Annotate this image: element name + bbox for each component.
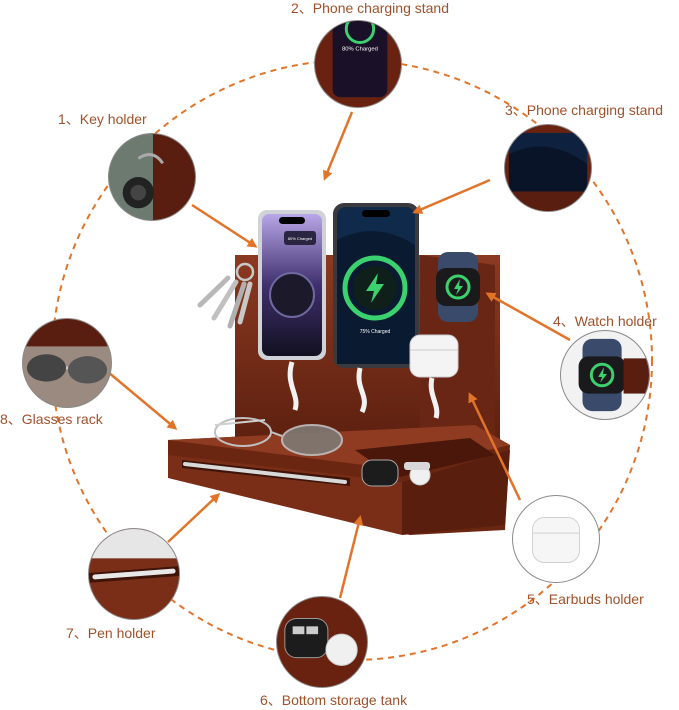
earbuds-case <box>409 334 459 378</box>
car-key <box>361 459 431 487</box>
inset-phone-stand-2: 80% Charged <box>314 20 402 108</box>
label-storage-tank: 6、Bottom storage tank <box>260 692 408 708</box>
lightning-bolt-icon <box>366 273 384 303</box>
arrow-watch-holder <box>485 292 571 342</box>
glasses <box>214 417 343 456</box>
pen <box>183 462 347 484</box>
inset-key-holder <box>108 133 196 221</box>
arrow-phone-stand-2 <box>323 111 354 181</box>
inset-charge-text: 80% Charged <box>342 46 378 52</box>
cable-right <box>428 377 440 419</box>
arrow-glasses-rack <box>107 371 178 430</box>
label-pen-holder: 7、Pen holder <box>66 625 156 641</box>
watch <box>436 252 480 322</box>
keys <box>197 262 255 329</box>
tray-right-face <box>402 450 510 535</box>
label-phone-stand-2: 2、Phone charging stand <box>291 0 449 16</box>
inset-earbuds-holder <box>512 495 600 583</box>
callout-arrows <box>107 111 571 599</box>
label-phone-stand-3: 3、Phone charging stand <box>505 102 663 118</box>
cable-left <box>287 361 299 411</box>
watch-charge-icon <box>598 367 607 383</box>
inset-glasses-rack <box>22 318 112 408</box>
label-earbuds-holder: 5、Earbuds holder <box>527 591 644 607</box>
left-phone <box>258 210 326 360</box>
left-phone-charge-text: 80% Charged <box>288 236 312 241</box>
cable-middle <box>356 367 367 414</box>
inset-storage-tank <box>276 596 368 688</box>
charging-ring <box>342 255 408 321</box>
right-phone <box>333 203 419 368</box>
inset-pen-holder <box>88 528 180 620</box>
inset-watch-holder <box>560 330 650 420</box>
inset-phone-stand-3 <box>504 124 592 212</box>
right-phone-charge-text: 75% Charged <box>360 329 391 335</box>
label-watch-holder: 4、Watch holder <box>553 313 657 329</box>
arrow-earbuds-holder <box>468 392 522 501</box>
arrow-storage-tank <box>338 515 364 599</box>
tray-front <box>168 455 402 535</box>
arrow-key-holder <box>191 203 258 248</box>
arrow-phone-stand-3 <box>412 178 491 214</box>
label-key-holder: 1、Key holder <box>58 111 147 127</box>
label-glasses-rack: 8、Glasses rack <box>0 411 103 427</box>
